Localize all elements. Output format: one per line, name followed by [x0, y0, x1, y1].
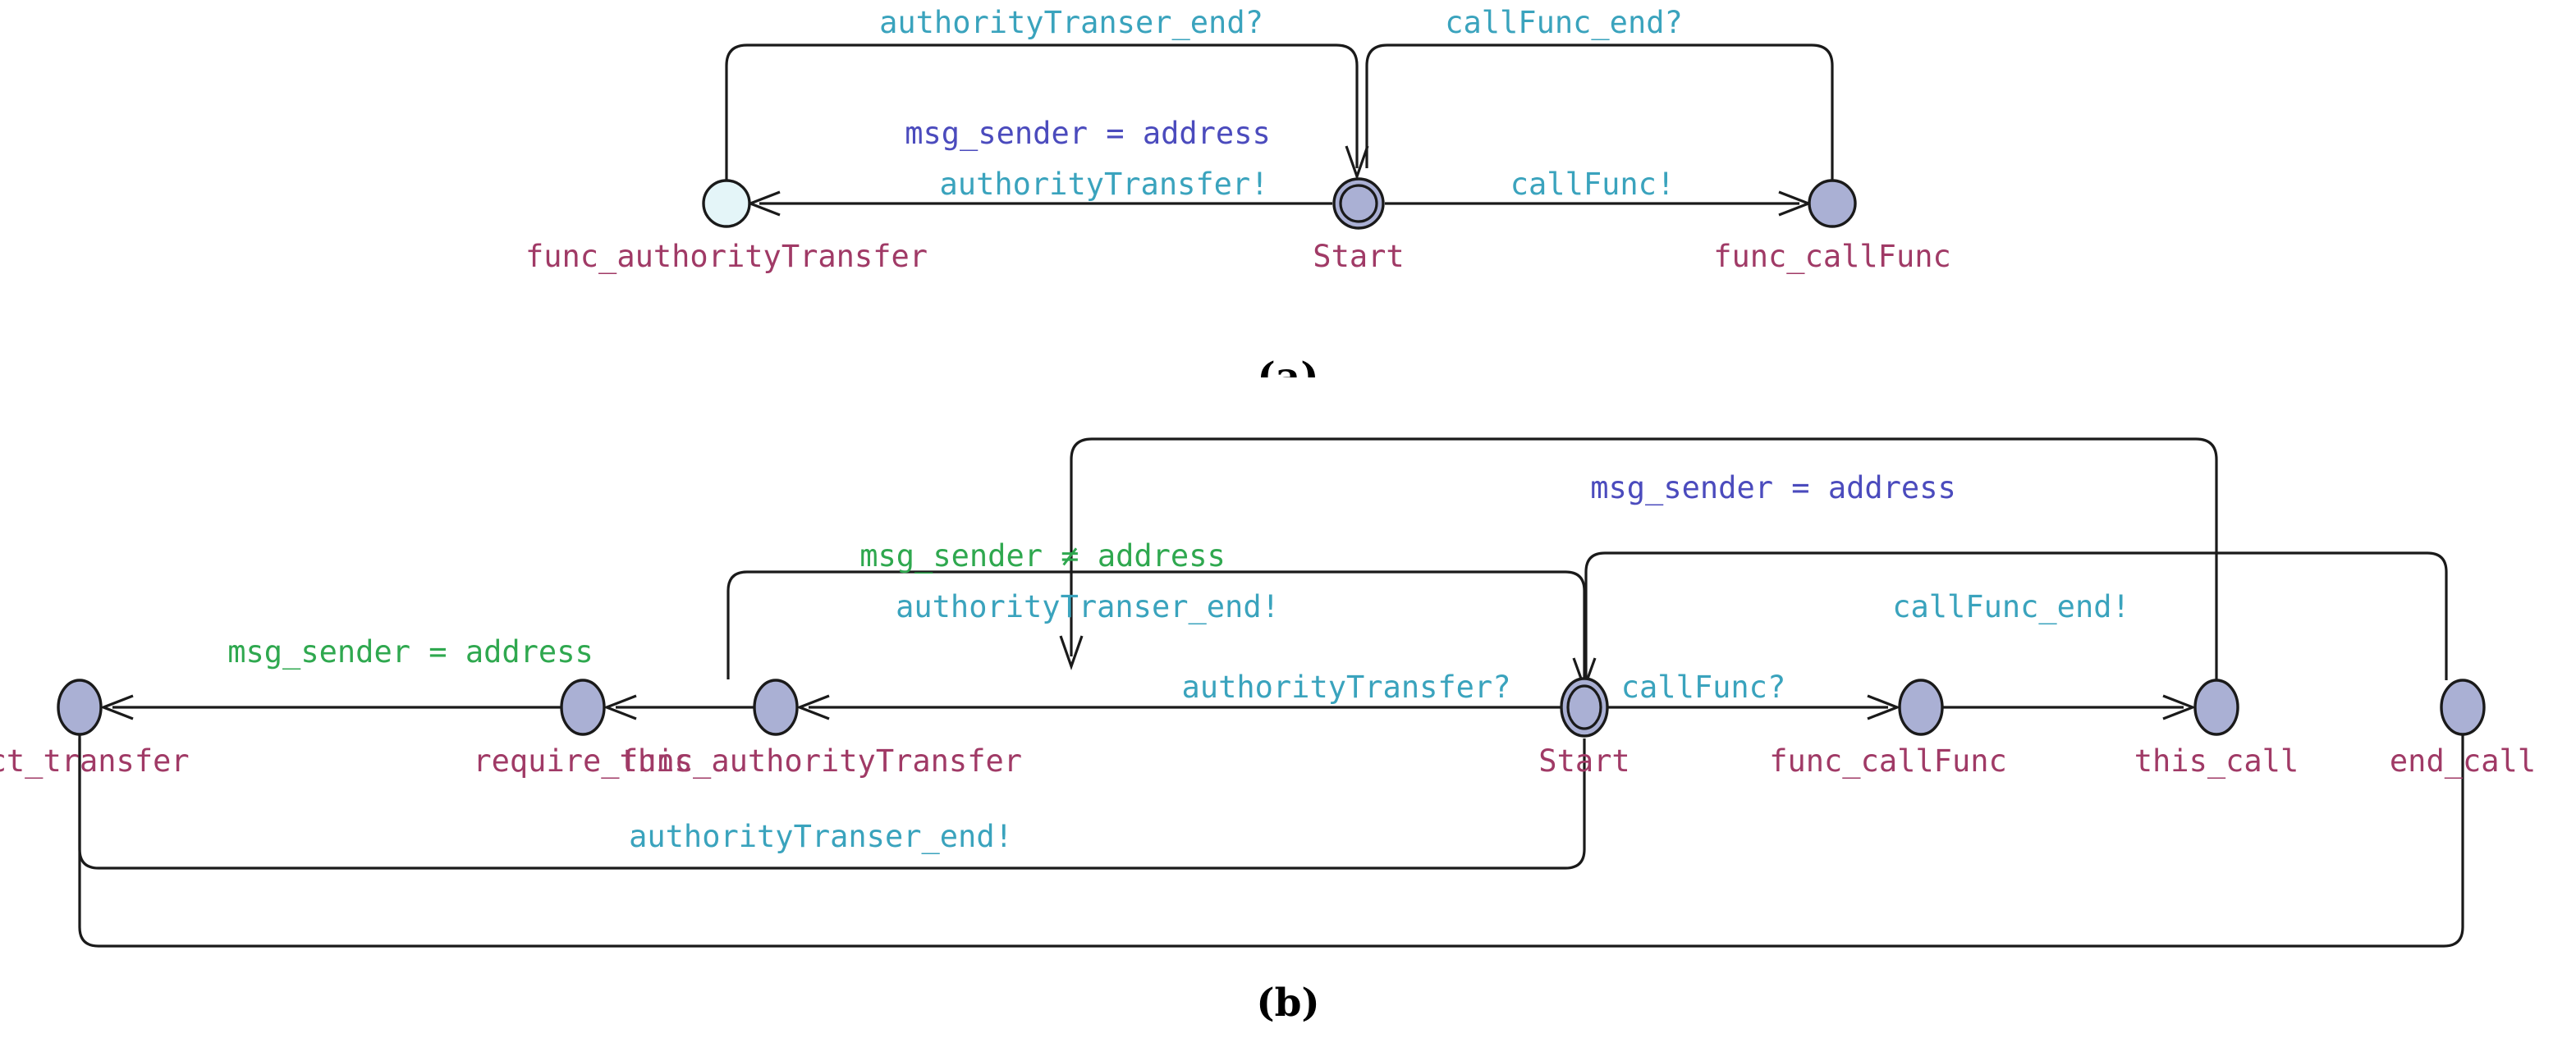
node-label-act-transfer: act_transfer: [0, 743, 190, 780]
caption-panel-b: (b): [1256, 981, 1319, 1026]
edge-label-callfunc-end-query: callFunc_end?: [1445, 5, 1683, 41]
node-label-func-authoritytransfer: func_authorityTransfer: [525, 239, 928, 275]
node-func-authoritytransfer-b[interactable]: [753, 679, 799, 736]
node-start[interactable]: [1339, 184, 1378, 223]
edge-label-b-guard-not-equal: msg_sender ≠ address: [859, 538, 1226, 574]
node-func-callfunc-b[interactable]: [1898, 679, 1944, 736]
edge-label-authoritytranser-end-query: authorityTranser_end?: [879, 5, 1263, 41]
node-label-func-callfunc-b: func_callFunc: [1769, 743, 2007, 780]
edge-thiscall-to-start-top: [1070, 437, 2218, 680]
arrowhead-into-requirethis: [603, 694, 637, 720]
edge-funcauthoritytransfer-to-requirethis: [727, 570, 1586, 680]
edge-label-b-authoritytransfer-query: authorityTransfer?: [1182, 670, 1511, 705]
node-label-start: Start: [1313, 239, 1404, 274]
node-start-b[interactable]: [1566, 684, 1602, 730]
edge-label-b-guard-equal-left: msg_sender = address: [227, 634, 594, 670]
node-func-authoritytransfer[interactable]: [702, 179, 751, 228]
edge-endcall-to-start-mid: [1584, 551, 2448, 680]
node-func-callfunc[interactable]: [1808, 179, 1857, 228]
node-act-transfer[interactable]: [57, 679, 103, 736]
edge-label-callfunc-bang: callFunc!: [1510, 167, 1675, 202]
edge-endcall-bottom-loop: [78, 734, 2464, 948]
edge-label-b-callfunc-end: callFunc_end!: [1892, 589, 2130, 625]
node-label-start-b: Start: [1538, 743, 1629, 779]
edge-label-guard-msgsender-equals-address: msg_sender = address: [905, 116, 1271, 152]
arrowhead-into-funcauthoritytransfer-row: [795, 694, 830, 720]
arrowhead-into-start-left: [1345, 145, 1369, 181]
panel-b-diagram: act_transfer require_this func_authority…: [0, 437, 2536, 1026]
arrowhead-into-acttransfer: [99, 694, 134, 720]
arrowhead-into-funccallfunc: [1867, 694, 1901, 720]
panel-a-diagram: func_authorityTransfer Start func_callFu…: [525, 5, 1951, 377]
node-this-call[interactable]: [2193, 679, 2239, 736]
arrowhead-into-funcauthoritytransfer-top: [1059, 635, 1084, 670]
edge-label-b-callfunc-query: callFunc?: [1621, 670, 1785, 705]
edge-label-b-top-guard: msg_sender = address: [1590, 470, 1956, 506]
caption-panel-a: (a): [1258, 354, 1319, 377]
node-label-func-authoritytransfer-b: func_authorityTransfer: [620, 743, 1022, 780]
edge-label-b-authoritytranser-end-mid: authorityTranser_end!: [896, 589, 1280, 625]
node-label-func-callfunc: func_callFunc: [1713, 239, 1951, 275]
arrowhead-into-thiscall: [2162, 694, 2197, 720]
edge-label-authoritytransfer-bang: authorityTransfer!: [940, 167, 1269, 202]
node-label-require-this: require_this: [473, 743, 692, 780]
node-end-call[interactable]: [2440, 679, 2486, 736]
edge-callfunc-to-start: [1365, 43, 1834, 181]
edge-authoritytransfer-to-start: [725, 43, 1359, 181]
node-require-this[interactable]: [560, 679, 606, 736]
node-label-end-call: end_call: [2390, 743, 2536, 780]
node-label-this-call: this_call: [2134, 743, 2299, 780]
edge-label-b-authoritytranser-end-bottom: authorityTranser_end!: [629, 819, 1013, 855]
